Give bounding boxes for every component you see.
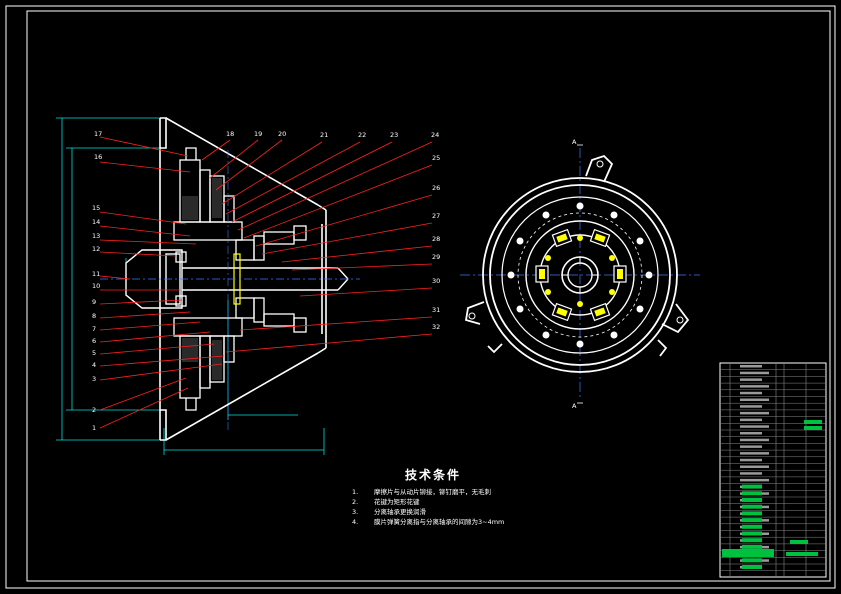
callout-25: 25 [432, 154, 440, 162]
requirement-item: 4. 膜片弹簧分离指与分离轴承的间隙为3~4mm [352, 516, 504, 526]
parts-list-entry [740, 472, 762, 475]
callout-14: 14 [92, 218, 100, 226]
clutch-section-view: 17 16 15 14 13 12 11 10 9 8 7 6 5 4 3 2 … [56, 117, 440, 455]
callout-22: 22 [358, 131, 366, 139]
callout-12: 12 [92, 245, 100, 253]
callout-9: 9 [92, 298, 96, 306]
parts-list-entry [740, 385, 769, 388]
callout-11: 11 [92, 270, 100, 278]
callout-1: 1 [92, 424, 96, 432]
requirement-text: 摩擦片与从动片铆接，铆钉磨平，无毛刺 [374, 488, 491, 496]
callout-21: 21 [320, 131, 328, 139]
callout-2: 2 [92, 406, 96, 414]
clutch-end-view: A A [460, 138, 700, 410]
callout-23: 23 [390, 131, 398, 139]
callout-3: 3 [92, 375, 96, 383]
title-block-drawing-name [722, 549, 774, 557]
title-block-highlight [790, 540, 808, 544]
callout-28: 28 [432, 235, 440, 243]
requirement-number: 1. [352, 488, 359, 496]
callout-20: 20 [278, 130, 286, 138]
parts-list-entry [740, 478, 769, 482]
callout-32: 32 [432, 323, 440, 331]
callout-8: 8 [92, 312, 96, 320]
parts-list-highlight [742, 531, 762, 536]
parts-list-highlight [742, 504, 762, 509]
parts-list-highlight [742, 484, 762, 489]
parts-list-entry [740, 405, 762, 408]
parts-list-entry [740, 465, 769, 468]
parts-list-title-block [719, 362, 827, 578]
callout-19: 19 [254, 130, 262, 138]
parts-list-entry [740, 452, 769, 455]
parts-list-entry [740, 458, 762, 462]
title-block-highlight [800, 552, 818, 556]
parts-list-entry [740, 425, 769, 428]
requirement-text: 膜片弹簧分离指与分离轴承的间隙为3~4mm [374, 518, 505, 526]
title-block-highlight [804, 420, 822, 424]
title-block-highlight [786, 552, 804, 556]
section-mark-bottom: A [572, 402, 577, 410]
requirement-item: 3. 分离轴承更换润滑 [352, 506, 426, 516]
technical-requirements-title: 技术条件 [405, 468, 462, 482]
parts-list-highlight [742, 538, 762, 543]
callout-24: 24 [431, 131, 439, 139]
callout-31: 31 [432, 306, 440, 314]
parts-list-highlight [742, 491, 762, 496]
callout-18: 18 [226, 130, 234, 138]
parts-list-entry [740, 371, 769, 375]
parts-list-entry [740, 445, 762, 448]
parts-list-entry [740, 378, 762, 381]
requirement-item: 1. 摩擦片与从动片铆接，铆钉磨平，无毛刺 [352, 486, 491, 496]
callout-7: 7 [92, 325, 96, 333]
parts-list-highlight [742, 544, 762, 549]
title-block-highlight [804, 426, 822, 430]
parts-list-highlight [742, 511, 762, 516]
callout-5: 5 [92, 349, 96, 357]
callout-30: 30 [432, 277, 440, 285]
callout-26: 26 [432, 184, 440, 192]
parts-list-entry [740, 418, 762, 422]
parts-list-entry [740, 365, 762, 368]
callout-17: 17 [94, 130, 102, 138]
parts-list-highlight [742, 565, 762, 569]
callout-4: 4 [92, 361, 96, 369]
requirement-text: 分离轴承更换润滑 [374, 508, 426, 516]
requirement-item: 2. 花键为矩形花键 [352, 496, 420, 506]
parts-list-highlight [742, 498, 762, 502]
callout-16: 16 [94, 153, 102, 161]
parts-list-highlight [742, 518, 762, 523]
parts-list-highlight [742, 558, 762, 563]
outer-border [5, 5, 836, 589]
requirement-text: 花键为矩形花键 [374, 498, 420, 506]
callout-15: 15 [92, 204, 100, 212]
callout-13: 13 [92, 232, 100, 240]
callout-6: 6 [92, 337, 96, 345]
section-mark-top: A [572, 138, 577, 146]
parts-list-entry [740, 391, 762, 395]
parts-list-entry [740, 438, 769, 442]
parts-list-highlight [742, 524, 762, 529]
requirement-number: 3. [352, 508, 359, 516]
callout-27: 27 [432, 212, 440, 220]
parts-list-entry [740, 432, 762, 435]
callout-29: 29 [432, 253, 440, 261]
parts-list-entry [740, 398, 769, 401]
callout-10: 10 [92, 282, 100, 290]
requirement-number: 4. [352, 518, 359, 526]
requirement-number: 2. [352, 498, 359, 506]
inner-border [26, 10, 831, 582]
parts-list-entry [740, 411, 769, 415]
